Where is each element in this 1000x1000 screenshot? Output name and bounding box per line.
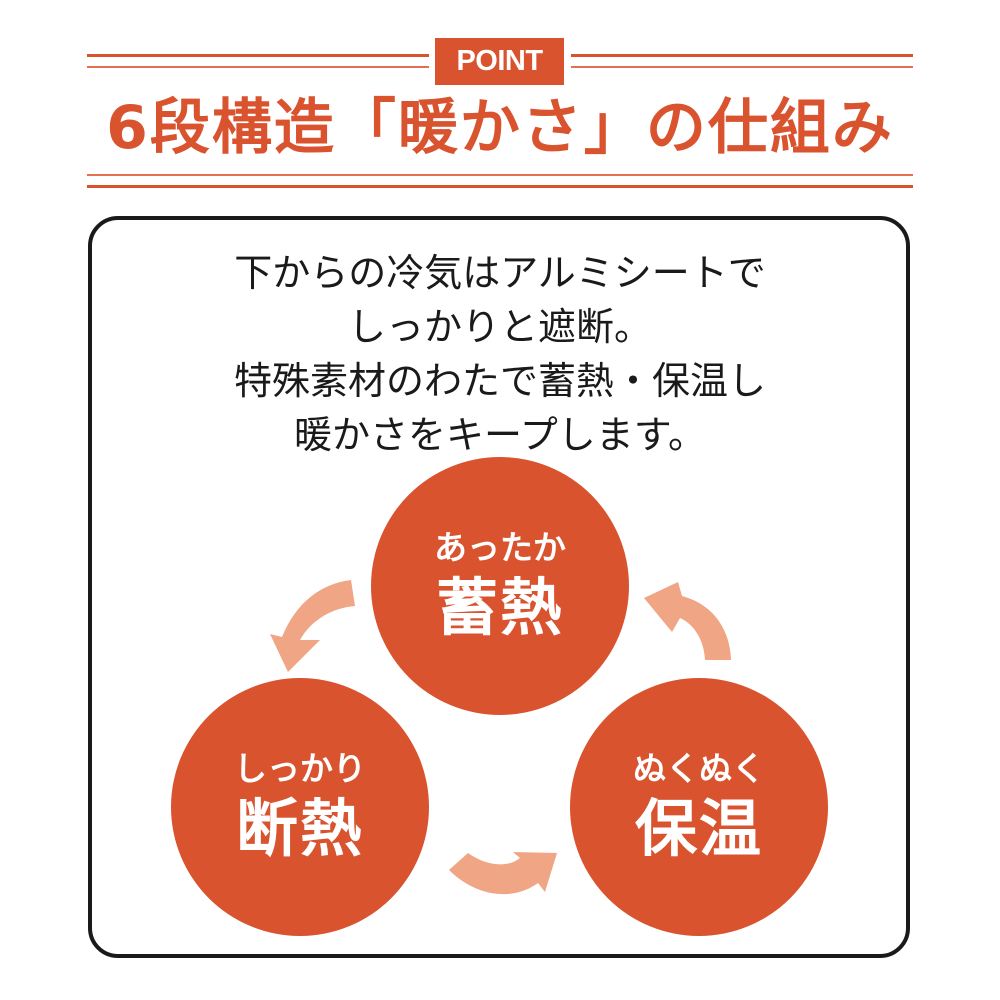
header-rule-bottom-thick [87,185,913,188]
circle-title: 断熱 [235,792,364,865]
circle-subtitle: ぬくぬく [633,749,765,788]
insulation-circle: しっかり 断熱 [171,678,429,936]
curved-arrow-icon [449,852,557,895]
description-line: 下からの冷気はアルミシートで [234,251,766,295]
circle-title: 蓄熱 [435,571,564,644]
circle-subtitle: しっかり [234,749,366,788]
circle-title: 保温 [634,792,763,865]
description-line: 暖かさをキープします。 [294,413,706,457]
header-rule-bottom-thin [87,174,913,176]
description-line: 特殊素材のわたで蓄熱・保温し [233,359,766,403]
heat-storage-circle: あったか 蓄熱 [371,457,629,715]
point-badge: POINT [435,38,564,85]
curved-arrow-icon [270,580,355,672]
circle-subtitle: あったか [434,528,566,567]
description-line: しっかりと遮断。 [347,305,652,349]
description: 下からの冷気はアルミシートで しっかりと遮断。 特殊素材のわたで蓄熱・保温し 暖… [0,246,1000,462]
curved-arrow-icon [644,582,731,660]
warmth-retention-circle: ぬくぬく 保温 [570,678,828,936]
page-title: 6段構造「暖かさ」の仕組み [106,93,894,163]
